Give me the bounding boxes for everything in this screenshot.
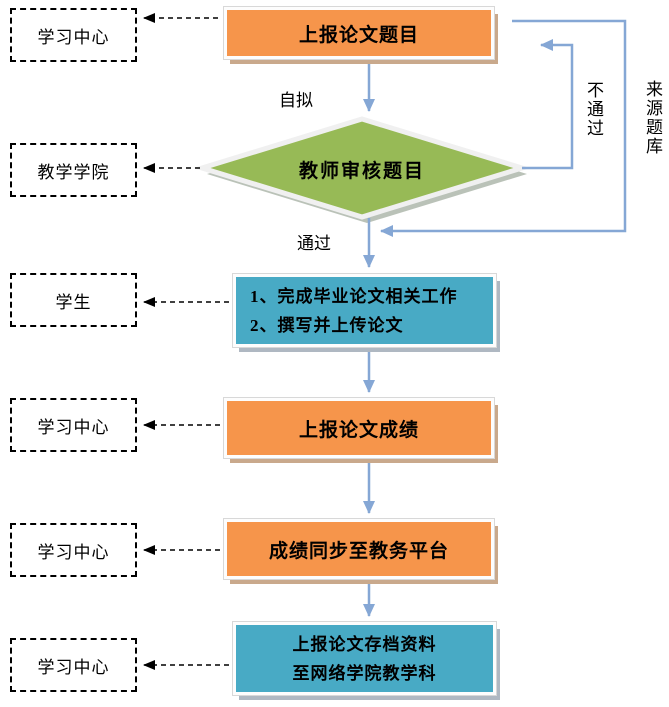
lane-box-student: 学生 [10, 273, 137, 327]
lane-box-teaching-college: 教学学院 [10, 143, 137, 197]
node-archive: 上报论文存档资料 至网络学院教学科 [232, 621, 497, 696]
lane-label: 教学学院 [37, 162, 110, 182]
lane-label: 学习中心 [37, 542, 110, 562]
node-label: 上报论文成绩 [298, 419, 419, 441]
arrow-question-bank-loop [380, 19, 627, 237]
edge-label-self-drafted: 自拟 [279, 91, 313, 110]
node-label-line2: 至网络学院教学科 [292, 663, 437, 683]
node-thesis-work: 1、完成毕业论文相关工作 2、撰写并上传论文 [232, 273, 497, 348]
node-report-topic: 上报论文题目 [223, 6, 495, 60]
lane-label: 学习中心 [37, 657, 110, 677]
lane-box-learning-center-2: 学习中心 [10, 398, 137, 452]
edge-label-pass: 通过 [297, 234, 331, 253]
lane-box-learning-center-3: 学习中心 [10, 523, 137, 577]
node-teacher-review-label: 教师审核题目 [298, 161, 425, 182]
edge-label-from-question-bank: 来源题库 [643, 80, 662, 156]
node-label-line2: 2、撰写并上传论文 [250, 315, 404, 335]
node-report-score: 上报论文成绩 [223, 397, 495, 459]
lane-label: 学生 [55, 292, 92, 312]
lane-label: 学习中心 [37, 417, 110, 437]
node-label: 上报论文题目 [298, 24, 419, 46]
node-label: 成绩同步至教务平台 [268, 540, 449, 562]
edge-label-fail: 不通过 [584, 81, 603, 138]
lane-box-learning-center-4: 学习中心 [10, 638, 137, 692]
node-label-line1: 1、完成毕业论文相关工作 [250, 286, 458, 306]
node-sync-score: 成绩同步至教务平台 [223, 518, 495, 580]
lane-box-learning-center-1: 学习中心 [10, 8, 137, 62]
node-label-line1: 上报论文存档资料 [292, 634, 437, 654]
lane-label: 学习中心 [37, 27, 110, 47]
arrow-fail-loop [522, 39, 574, 170]
